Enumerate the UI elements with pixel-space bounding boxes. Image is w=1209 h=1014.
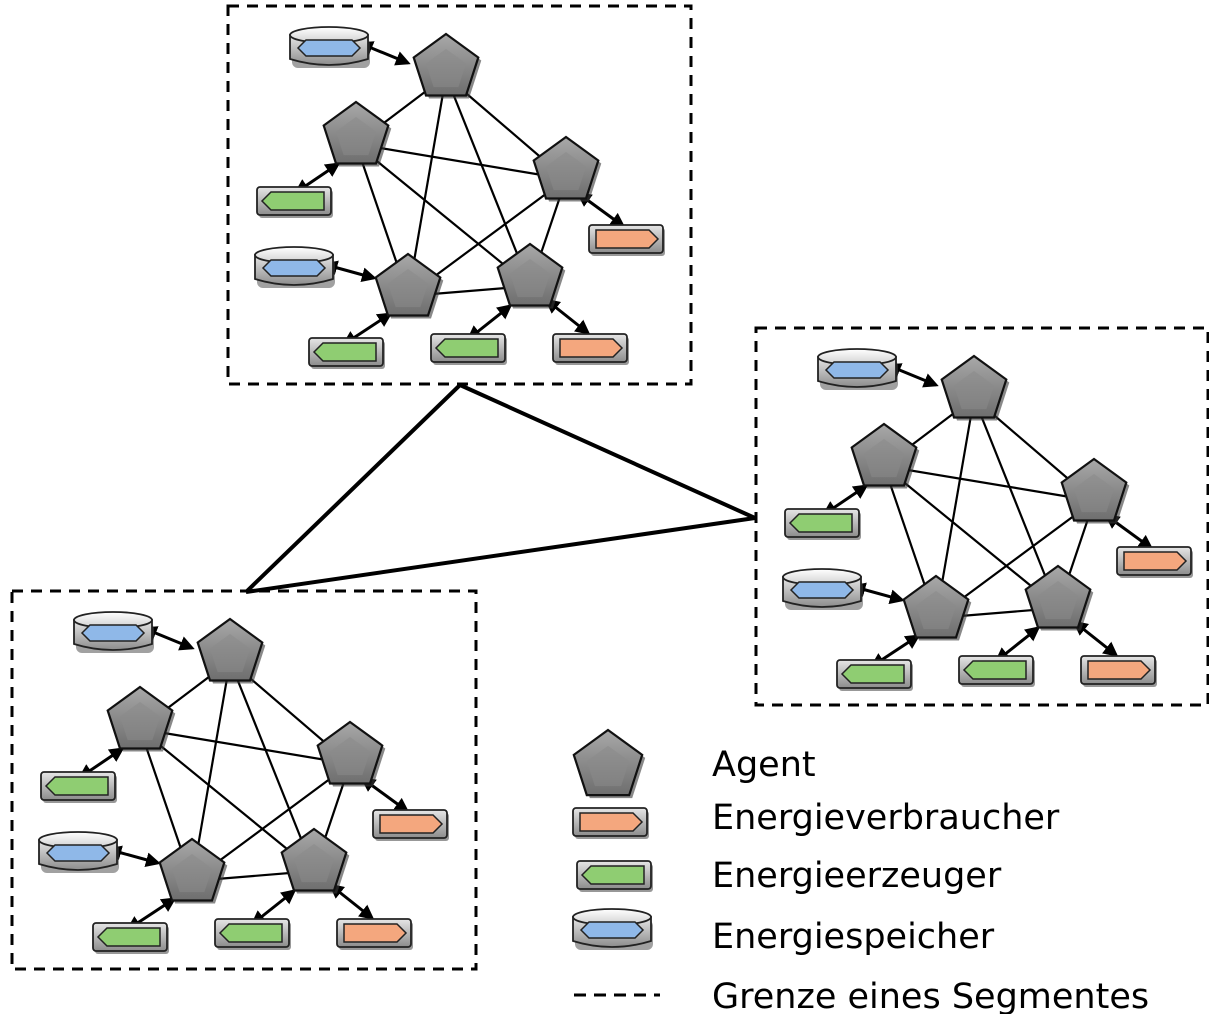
- energy-producer-icon: [214, 918, 291, 950]
- segment-right: [754, 326, 1209, 707]
- agent-pentagon-icon: [158, 837, 228, 904]
- energy-producer-icon: [784, 508, 861, 540]
- agent-connection-line: [139, 727, 351, 766]
- segment-boundary: [754, 326, 1209, 707]
- producer-legend-icon: [576, 860, 653, 892]
- energy-storage-icon: [38, 831, 119, 873]
- bidirectional-arrow: [341, 312, 393, 346]
- link-bottom-to-right: [245, 516, 756, 594]
- bidirectional-arrow: [357, 41, 411, 66]
- agent-connection-line: [972, 397, 1060, 609]
- energy-producer-icon: [430, 333, 507, 365]
- agent-connection-line: [139, 728, 315, 872]
- energy-storage-icon: [254, 246, 335, 288]
- bidirectional-arrow: [1104, 513, 1154, 550]
- legend-agent-label: Agent: [712, 745, 816, 785]
- agent-pentagon-icon: [412, 32, 482, 99]
- energy-consumer-icon: [336, 918, 413, 950]
- segment-bottom-left: [10, 589, 478, 971]
- agent-pentagon-icon: [572, 728, 646, 799]
- energy-consumer-icon: [1080, 655, 1157, 687]
- bidirectional-arrow: [125, 897, 177, 931]
- bidirectional-arrow: [544, 298, 591, 335]
- bidirectional-arrow: [1072, 620, 1119, 657]
- agent-pentagon-icon: [850, 422, 920, 489]
- bidirectional-arrow: [576, 191, 626, 228]
- energy-storage-icon: [289, 26, 370, 68]
- link-top-to-bottom: [244, 383, 462, 594]
- legend-storage-label: Energiespeicher: [712, 917, 995, 957]
- agent-pentagon-icon: [532, 135, 602, 202]
- agent-pentagon-icon: [280, 827, 350, 894]
- bidirectional-arrow: [360, 776, 410, 813]
- energy-producer-icon: [836, 659, 913, 691]
- segment-boundary: [10, 589, 478, 971]
- energy-storage-icon: [73, 611, 154, 653]
- legend: Agent Energieverbraucher Energieerzeuger…: [572, 728, 1149, 1014]
- agent-pentagon-icon: [322, 100, 392, 167]
- bidirectional-arrow: [822, 484, 869, 516]
- energy-producer-icon: [958, 655, 1035, 687]
- agent-connection-line: [228, 660, 316, 872]
- bidirectional-arrow: [78, 747, 125, 779]
- link-top-to-right: [459, 383, 756, 520]
- energy-producer-icon: [40, 771, 117, 803]
- bidirectional-arrow: [850, 582, 905, 605]
- segment-top: [226, 4, 693, 386]
- legend-boundary-label: Grenze eines Segmentes: [712, 977, 1149, 1014]
- agent-connection-line: [444, 75, 532, 287]
- agent-connection-line: [883, 465, 1059, 609]
- bidirectional-arrow: [885, 363, 939, 388]
- storage-legend-icon: [572, 908, 653, 950]
- agent-connection-line: [883, 464, 1095, 503]
- bidirectional-arrow: [141, 626, 195, 651]
- bidirectional-arrow: [294, 162, 341, 194]
- energy-producer-icon: [256, 186, 333, 218]
- energy-storage-icon: [782, 568, 863, 610]
- agent-connection-line: [355, 142, 567, 181]
- agent-pentagon-icon: [496, 242, 566, 309]
- legend-consumer-label: Energieverbraucher: [712, 798, 1060, 838]
- energy-consumer-icon: [572, 807, 649, 839]
- agent-pentagon-icon: [374, 252, 444, 319]
- energy-consumer-icon: [552, 333, 629, 365]
- agent-pentagon-icon: [940, 354, 1010, 421]
- energy-consumer-icon: [372, 809, 449, 841]
- bidirectional-arrow: [869, 634, 921, 668]
- agent-connection-line: [355, 143, 531, 287]
- agent-pentagon-icon: [196, 617, 266, 684]
- agent-pentagon-icon: [316, 720, 386, 787]
- energy-storage-icon: [817, 348, 898, 390]
- legend-producer-label: Energieerzeuger: [712, 856, 1002, 896]
- agent-pentagon-icon: [902, 574, 972, 641]
- bidirectional-arrow: [994, 626, 1041, 663]
- energy-producer-icon: [576, 860, 653, 892]
- agent-pentagon-icon: [106, 685, 176, 752]
- energy-storage-icon: [572, 908, 653, 950]
- energy-producer-icon: [308, 337, 385, 369]
- bidirectional-arrow: [322, 260, 377, 283]
- energy-consumer-icon: [588, 224, 665, 256]
- bidirectional-arrow: [106, 845, 161, 868]
- energy-consumer-icon: [1116, 546, 1193, 578]
- bidirectional-arrow: [466, 304, 513, 341]
- energy-producer-icon: [92, 922, 169, 954]
- bidirectional-arrow: [328, 883, 375, 920]
- agent-pentagon-icon: [1024, 564, 1094, 631]
- agent-legend-icon: [572, 728, 646, 799]
- consumer-legend-icon: [572, 807, 649, 839]
- agent-pentagon-icon: [1060, 457, 1130, 524]
- segment-boundary: [226, 4, 693, 386]
- segment-connection-lines: [244, 383, 756, 594]
- bidirectional-arrow: [250, 889, 297, 926]
